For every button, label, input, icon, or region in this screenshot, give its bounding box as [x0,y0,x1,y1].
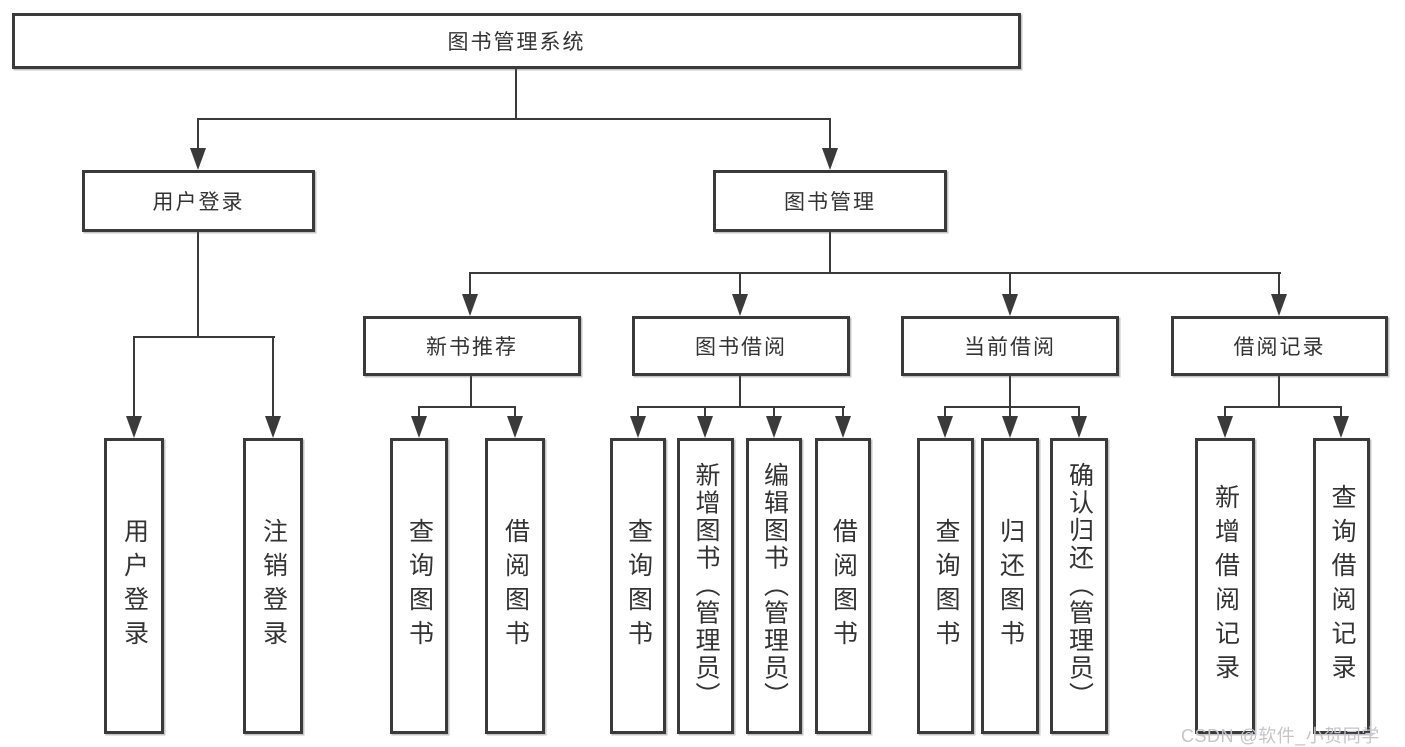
csdn-watermark: CSDN @软件_小贺同学 [1181,726,1380,746]
leaf-query-borrow-record: 查询借阅记录 [1313,438,1370,734]
connector-line [271,336,275,418]
connector-line [1277,376,1281,407]
arrow-down-icon [766,416,782,438]
arrow-down-icon [732,294,748,316]
leaf-label: 新增图书（管理员） [692,462,720,710]
node-label: 借阅记录 [1233,336,1326,359]
leaf-logout: 注销登录 [243,438,303,734]
node-book-management: 图书管理 [713,170,947,232]
node-label: 图书管理 [784,191,876,214]
node-label: 新书推荐 [426,336,518,359]
connector-line [1277,272,1281,296]
connector-line [513,406,517,418]
node-label: 用户登录 [152,191,245,214]
node-label: 图书借阅 [695,336,787,359]
arrow-down-icon [630,416,646,438]
connector-line [468,271,1281,275]
connector-line [469,376,473,407]
arrow-down-icon [937,416,953,438]
node-label: 图书管理系统 [447,31,586,54]
leaf-label: 用户登录 [120,518,149,654]
connector-line [1008,406,1012,418]
arrow-down-icon [1002,294,1018,316]
connector-line [1008,376,1012,407]
connector-line [738,272,742,296]
arrow-down-icon [190,148,206,170]
arrow-down-icon [822,148,838,170]
connector-line [196,232,200,337]
leaf-add-books-admin: 新增图书（管理员） [677,438,734,734]
leaf-user-login: 用户登录 [104,438,164,734]
node-library-management-system: 图书管理系统 [12,13,1021,69]
leaf-add-borrow-record: 新增借阅记录 [1195,438,1255,734]
leaf-query-books-current: 查询图书 [917,438,974,734]
connector-line [828,232,832,273]
connector-line [1223,406,1227,418]
arrow-down-icon [1333,416,1349,438]
leaf-query-books-borrowing: 查询图书 [610,438,666,734]
leaf-query-books-recommend: 查询图书 [390,438,448,734]
leaf-label: 确认归还（管理员） [1065,462,1094,710]
leaf-borrow-books-recommend: 借阅图书 [485,438,545,734]
leaf-label: 归还图书 [996,518,1025,654]
leaf-label: 新增借阅记录 [1211,484,1240,688]
connector-line [943,405,1081,409]
connector-line [417,405,517,409]
arrow-down-icon [835,416,851,438]
connector-line [1339,406,1343,418]
connector-line [636,406,640,418]
arrow-down-icon [697,416,713,438]
arrow-down-icon [265,416,281,438]
connector-line [196,117,832,121]
connector-line [1223,405,1343,409]
arrow-down-icon [411,416,427,438]
connector-line [132,335,275,339]
arrow-down-icon [1002,416,1018,438]
leaf-label: 查询图书 [932,518,960,654]
connector-line [828,119,832,150]
leaf-label: 注销登录 [259,518,288,654]
arrow-down-icon [462,294,478,316]
connector-line [1008,272,1012,296]
node-user-login: 用户登录 [82,170,315,232]
connector-line [1077,406,1081,418]
arrow-down-icon [1071,416,1087,438]
connector-line [772,406,776,418]
leaf-return-books: 归还图书 [981,438,1039,734]
node-book-borrowing: 图书借阅 [632,316,850,376]
leaf-label: 查询图书 [405,518,434,654]
arrow-down-icon [1271,294,1287,316]
arrow-down-icon [507,416,523,438]
leaf-label: 编辑图书（管理员） [760,462,789,710]
connector-line [943,406,947,418]
leaf-label: 查询图书 [624,518,653,654]
connector-line [514,68,518,119]
connector-line [132,336,136,418]
arrow-down-icon [1217,416,1233,438]
node-label: 当前借阅 [964,336,1056,359]
leaf-confirm-return-admin: 确认归还（管理员） [1050,438,1108,734]
node-new-book-recommend: 新书推荐 [363,316,581,376]
leaf-edit-books-admin: 编辑图书（管理员） [746,438,802,734]
leaf-borrow-books: 借阅图书 [815,438,871,734]
connector-line [703,406,707,418]
connector-line [636,405,845,409]
connector-line [196,119,200,150]
node-borrowing-records: 借阅记录 [1171,316,1388,376]
leaf-label: 查询借阅记录 [1328,484,1356,688]
connector-line [417,406,421,418]
arrow-down-icon [126,416,142,438]
leaf-label: 借阅图书 [501,518,530,654]
connector-line [841,406,845,418]
connector-line [738,376,742,407]
leaf-label: 借阅图书 [829,518,858,654]
node-current-borrowing: 当前借阅 [901,316,1119,376]
connector-line [468,272,472,296]
